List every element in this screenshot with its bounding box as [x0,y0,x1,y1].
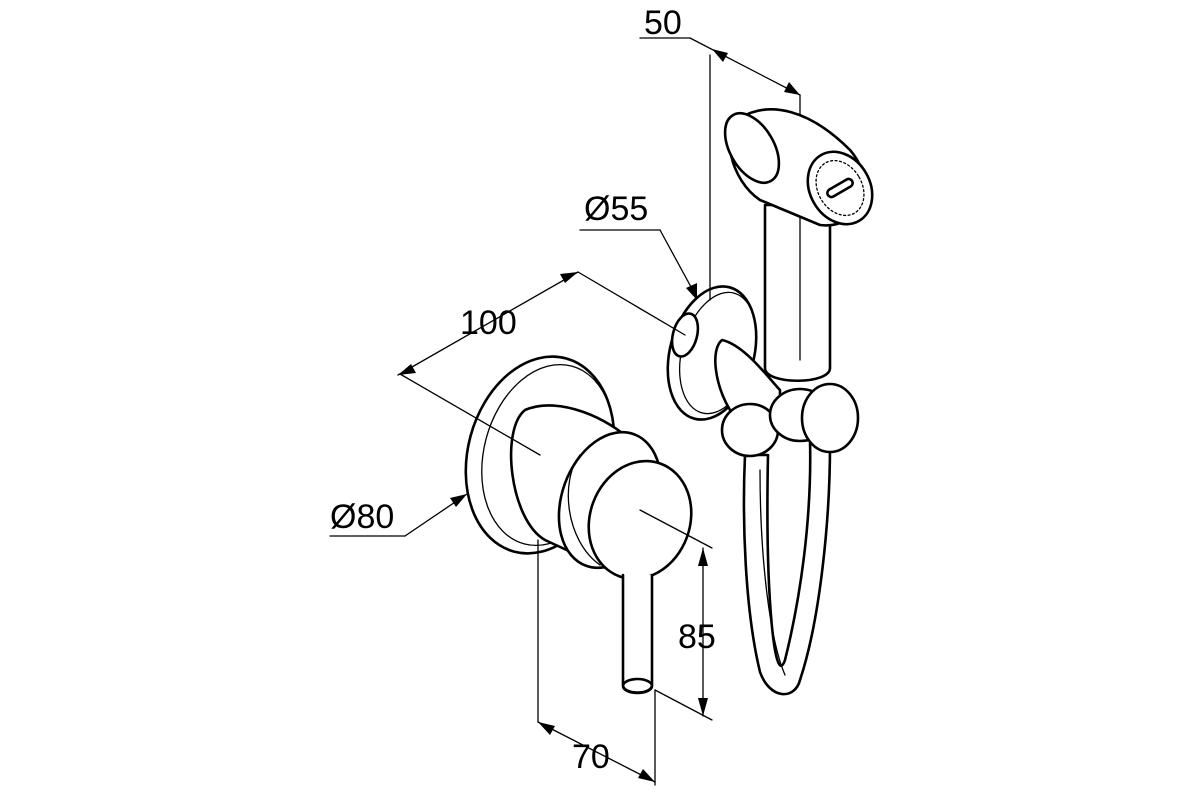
shower-handle [763,203,832,383]
dim-holder-diameter: Ø55 [584,190,648,228]
dim-depth: 100 [460,304,517,342]
hose-inner [759,469,786,676]
hand-shower-assembly [666,108,874,696]
dim-top-width: 50 [644,4,682,42]
holder-knob [800,382,860,454]
spray-button-icon [826,177,854,199]
hose [742,438,832,696]
lever-tip [621,677,654,695]
shower-head-back [723,112,781,184]
spray-nozzles-icon [815,159,865,217]
handle-cap [587,459,693,581]
shower-head-face [806,150,874,226]
mixer-valve [464,355,693,695]
dim-lever-height: 85 [678,618,716,656]
dim-rosette-diameter: Ø80 [330,498,394,536]
handle-curve [567,454,601,566]
dimension-lines [329,37,801,786]
valve-lever [621,573,654,694]
dim-lever-offset: 70 [572,738,610,776]
